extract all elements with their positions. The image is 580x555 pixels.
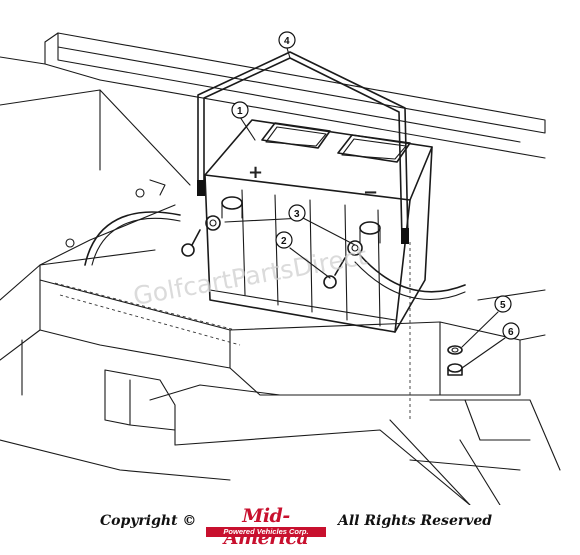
callout-6: 6 xyxy=(461,322,520,369)
callout-1: 1 xyxy=(231,101,256,141)
mid-america-logo: Mid-America Powered Vehicles Corp. xyxy=(202,505,330,549)
svg-text:4: 4 xyxy=(284,36,290,47)
logo-sub-text: Powered Vehicles Corp. xyxy=(206,527,326,537)
positive-terminal-symbol: + xyxy=(248,162,263,183)
cart-frame xyxy=(0,32,561,505)
svg-text:3: 3 xyxy=(294,209,300,220)
svg-text:6: 6 xyxy=(508,327,514,338)
callout-5: 5 xyxy=(461,295,512,348)
copyright-footer: Copyright © Mid-America Powered Vehicles… xyxy=(0,505,580,549)
copyright-text-right: All Rights Reserved xyxy=(338,513,493,529)
svg-text:2: 2 xyxy=(281,236,287,247)
callout-3: 3 xyxy=(224,204,356,246)
svg-text:1: 1 xyxy=(237,106,243,117)
callout-4: 4 xyxy=(278,31,296,59)
hardware xyxy=(447,345,463,376)
svg-text:5: 5 xyxy=(500,300,506,311)
negative-terminal-symbol: − xyxy=(363,182,378,203)
copyright-text-left: Copyright © xyxy=(100,513,197,529)
watermark: GolfcartPartsDirect xyxy=(131,241,369,311)
battery-cables xyxy=(84,211,466,420)
battery: + − xyxy=(204,119,433,333)
battery-installation-diagram: + − Golfcart xyxy=(0,31,561,505)
callout-2: 2 xyxy=(275,231,331,279)
